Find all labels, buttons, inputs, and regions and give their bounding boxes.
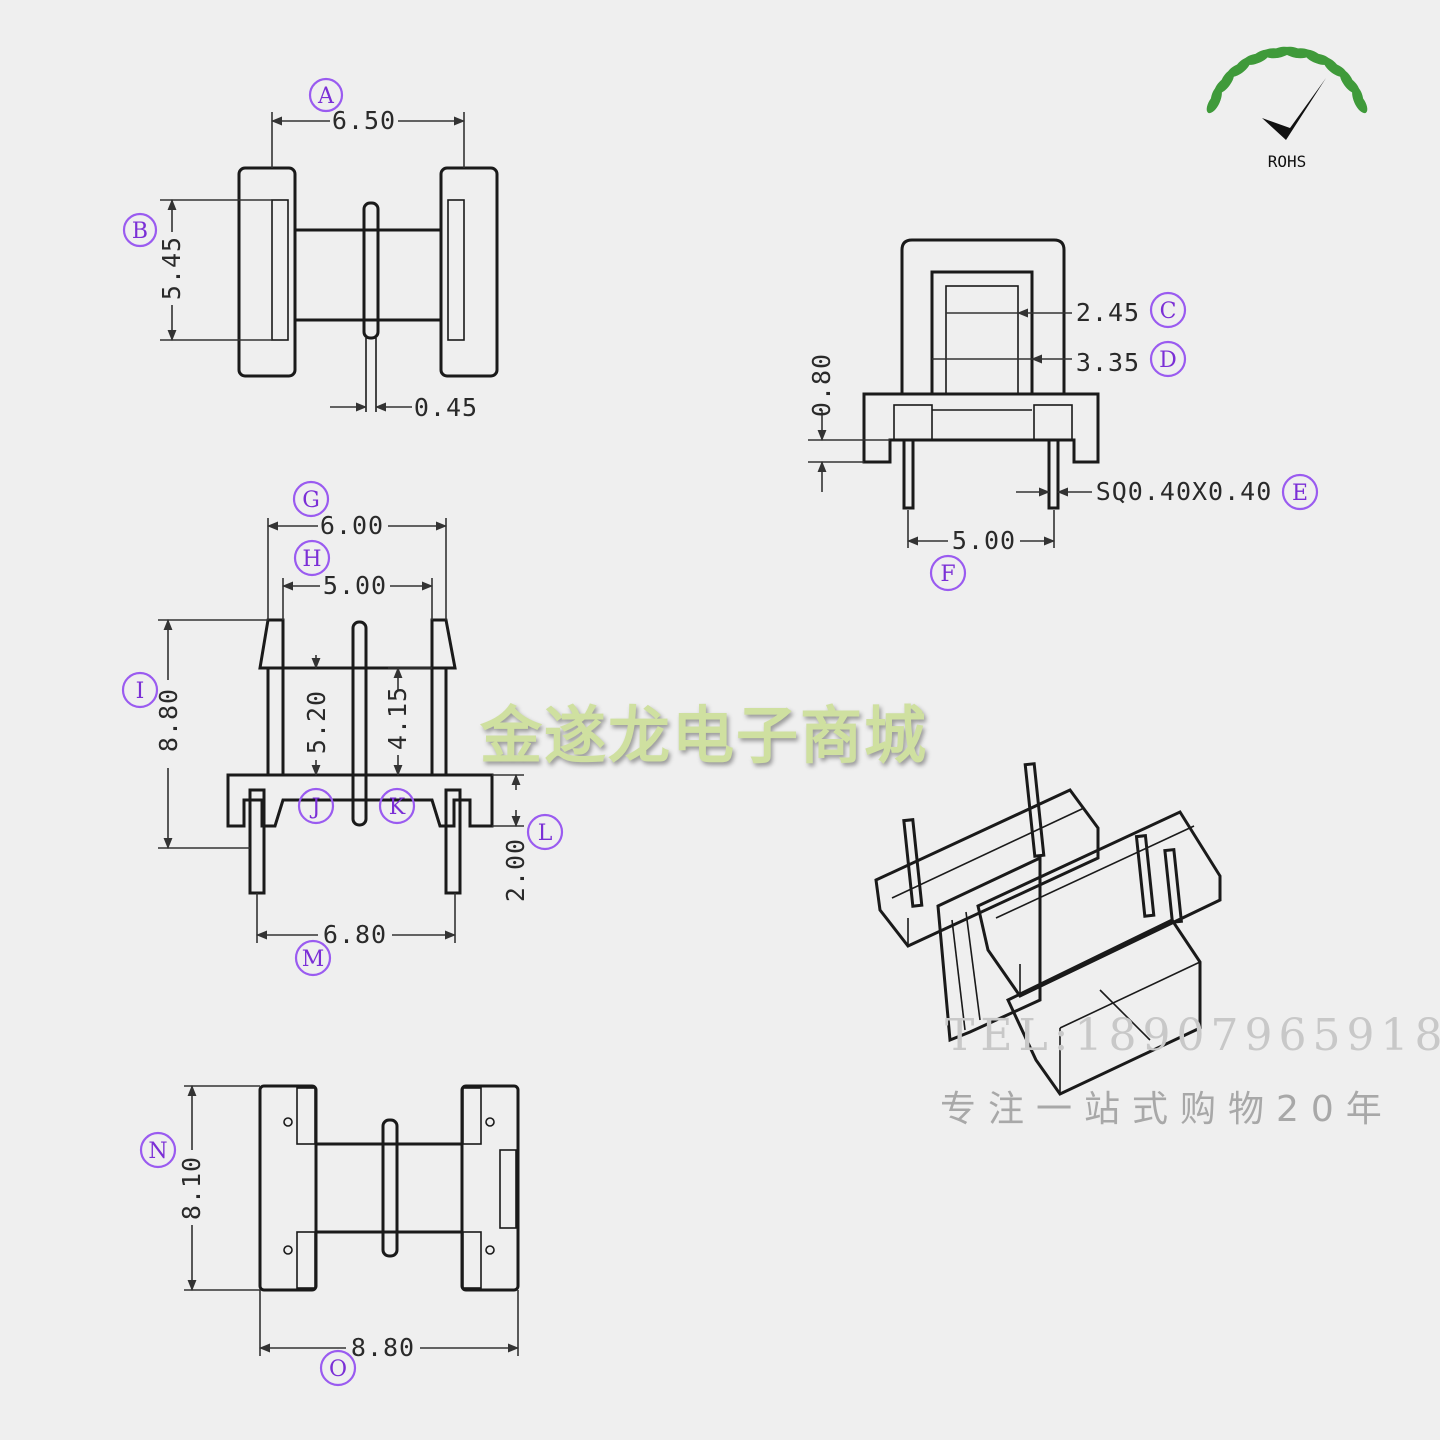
dim-d-value: 3.35 <box>1076 348 1140 377</box>
marker-j: J <box>310 795 321 820</box>
marker-d: D <box>1159 348 1177 373</box>
marker-b: B <box>132 219 148 244</box>
laurel-leaf <box>1327 63 1347 78</box>
laurel-leaf <box>1353 93 1368 114</box>
dim-o-value: 8.80 <box>351 1333 415 1362</box>
dim-c-value: 2.45 <box>1076 298 1140 327</box>
dim-j-value: 5.20 <box>302 690 331 754</box>
dim-b-value: 5.45 <box>157 236 186 300</box>
shop-watermark: 金遂龙电子商城 <box>480 699 929 772</box>
shop-slogan: 专注一站式购物20年 <box>940 1089 1394 1130</box>
marker-c: C <box>1160 299 1177 324</box>
dim-height-value: 0.80 <box>807 353 836 417</box>
marker-n: N <box>148 1139 167 1164</box>
marker-l: L <box>538 821 553 846</box>
laurel-leaf <box>1220 70 1235 90</box>
dim-g-value: 6.00 <box>320 511 384 540</box>
dim-i-value: 8.80 <box>154 688 183 752</box>
marker-h: H <box>302 547 321 572</box>
marker-o: O <box>329 1357 347 1382</box>
laurel-leaf <box>1250 49 1271 64</box>
marker-k: K <box>389 795 406 820</box>
laurel-leaf <box>1210 86 1222 108</box>
marker-m: M <box>302 947 325 972</box>
front-view: 6.00 G 5.00 H 8.80 I 5.20 J 4.15 K <box>121 480 564 977</box>
marker-a: A <box>317 84 335 109</box>
dim-l-value: 2.00 <box>501 838 530 902</box>
dim-e-value: SQ0.40X0.40 <box>1096 477 1273 506</box>
bottom-view: 8.10 N 8.80 O <box>139 1084 520 1387</box>
laurel-icon <box>1206 46 1368 114</box>
dim-k-value: 4.15 <box>383 686 412 750</box>
laurel-leaf <box>1289 48 1312 59</box>
dim-a-value: 6.50 <box>332 106 396 135</box>
marker-f: F <box>940 562 955 587</box>
checkmark-icon <box>1262 78 1326 140</box>
rohs-logo: ROHS <box>1206 46 1368 171</box>
marker-e: E <box>1292 481 1308 506</box>
dim-m-value: 6.80 <box>323 920 387 949</box>
marker-i: I <box>136 679 145 704</box>
dim-h-value: 5.00 <box>323 571 387 600</box>
rohs-label: ROHS <box>1268 152 1307 171</box>
laurel-leaf <box>1233 57 1251 75</box>
marker-g: G <box>302 488 320 513</box>
dim-f-value: 5.00 <box>952 526 1016 555</box>
top-view: 6.50 A 5.45 B 0.45 <box>122 77 499 422</box>
dim-pin-value: 0.45 <box>414 393 478 422</box>
side-view: 2.45 C 3.35 D 0.80 SQ0.40X0.40 E 5.00 F <box>807 238 1319 592</box>
dim-n-value: 8.10 <box>177 1156 206 1220</box>
contact-phone: TEL:18907965918 <box>945 1010 1440 1061</box>
laurel-leaf <box>1342 76 1360 94</box>
laurel-leaf <box>1309 53 1331 65</box>
isometric-view <box>874 762 1222 1096</box>
laurel-leaf <box>1269 46 1291 58</box>
